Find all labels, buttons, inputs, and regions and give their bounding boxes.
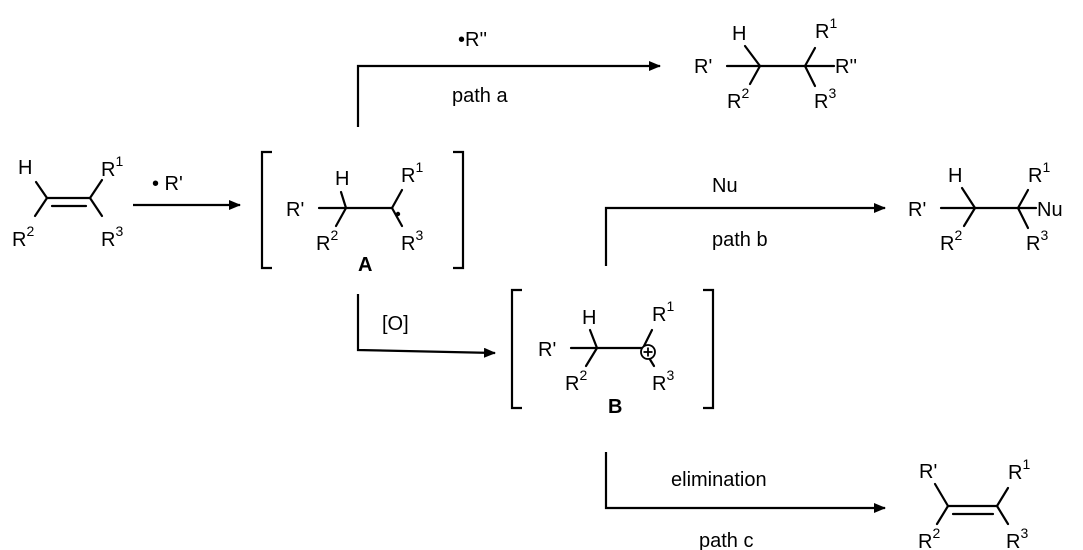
- atom-r3: R3: [101, 223, 123, 251]
- atom-r1: R1: [401, 159, 423, 187]
- product-path-b: H R' R1 Nu R2 R3: [908, 159, 1063, 255]
- atom-r3: R3: [1006, 525, 1028, 550]
- arrow-path-c: elimination path c: [604, 452, 886, 550]
- reagent-nucleophile: Nu: [712, 175, 738, 197]
- atom-r3: R3: [652, 367, 674, 395]
- label-b: B: [608, 396, 622, 418]
- atom-r1: R1: [1008, 456, 1030, 484]
- radical-dot: [395, 211, 401, 217]
- product-path-c: R' R1 R2 R3: [918, 456, 1030, 550]
- atom-r3: R3: [401, 227, 423, 255]
- bracket-right: [703, 288, 715, 410]
- intermediate-a: H R' R1 R2 R3 A: [260, 150, 465, 276]
- atom-h: H: [948, 165, 962, 187]
- atom-h: H: [335, 168, 349, 190]
- reagent-radical-r-prime: • R': [152, 173, 183, 195]
- atom-r2: R2: [316, 227, 338, 255]
- atom-r1: R1: [101, 153, 123, 181]
- atom-h: H: [18, 157, 32, 179]
- atom-r2: R2: [940, 227, 962, 255]
- arrow-radical-addition: • R': [133, 173, 241, 210]
- plus-charge-icon: [640, 344, 656, 360]
- bracket-left: [260, 150, 272, 270]
- atom-h: H: [732, 23, 746, 45]
- reagent-oxidant: [O]: [382, 313, 409, 335]
- path-b-label: path b: [712, 229, 768, 251]
- reagent-elimination: elimination: [671, 469, 767, 491]
- atom-nu: Nu: [1037, 199, 1063, 221]
- label-a: A: [358, 254, 372, 276]
- path-a-label: path a: [452, 85, 508, 107]
- atom-h: H: [582, 307, 596, 329]
- arrow-path-b: Nu path b: [604, 175, 886, 266]
- arrow-path-a: •R'' path a: [356, 29, 661, 127]
- atom-r-prime: R': [286, 199, 304, 221]
- atom-r-prime: R': [919, 461, 937, 483]
- atom-r3: R3: [1026, 227, 1048, 255]
- atom-r2: R2: [565, 367, 587, 395]
- atom-r-prime: R': [694, 56, 712, 78]
- bracket-left: [510, 288, 522, 410]
- arrow-oxidation: [O]: [356, 294, 496, 358]
- starting-alkene: H R1 R2 R3: [12, 153, 123, 251]
- atom-r2: R2: [918, 525, 940, 550]
- atom-r2: R2: [12, 223, 34, 251]
- reagent-radical-r-double-prime: •R'': [458, 29, 487, 51]
- atom-r-prime: R': [538, 339, 556, 361]
- atom-r3: R3: [814, 85, 836, 113]
- path-c-label: path c: [699, 530, 753, 550]
- atom-r2: R2: [727, 85, 749, 113]
- atom-r-prime: R': [908, 199, 926, 221]
- atom-r1: R1: [652, 298, 674, 326]
- product-path-a: H R' R1 R'' R2 R3: [694, 15, 857, 113]
- atom-r1: R1: [1028, 159, 1050, 187]
- atom-r-double-prime: R'': [835, 56, 857, 78]
- atom-r1: R1: [815, 15, 837, 43]
- intermediate-b: H R' R1 R2 R3 B: [510, 288, 715, 418]
- bracket-right: [453, 150, 465, 270]
